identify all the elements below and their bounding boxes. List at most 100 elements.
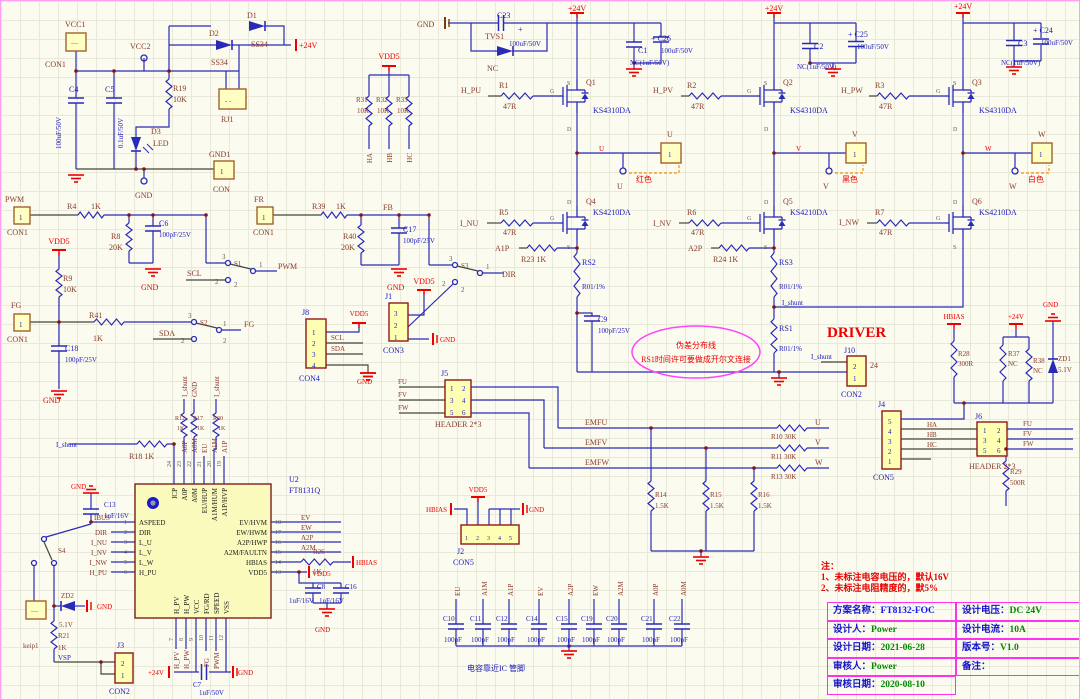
- mosfet-symbol[interactable]: [567, 206, 578, 218]
- resistor-symbol[interactable]: [211, 412, 221, 438]
- resistor-symbol[interactable]: [770, 318, 778, 354]
- resistor-symbol[interactable]: [50, 620, 58, 650]
- resistor-symbol[interactable]: [770, 252, 778, 298]
- mosfet-symbol[interactable]: [567, 101, 578, 113]
- mosfet-symbol[interactable]: [567, 228, 578, 240]
- junction-dot: [99, 660, 103, 664]
- connector-j3[interactable]: [114, 652, 134, 684]
- connector-j4[interactable]: [881, 410, 902, 470]
- port-vcc1[interactable]: [65, 32, 87, 52]
- mosfet-body-diode-icon: [967, 220, 975, 226]
- mosfet-symbol[interactable]: [953, 206, 964, 218]
- led-icon[interactable]: [131, 137, 141, 151]
- resistor-symbol[interactable]: [189, 412, 199, 438]
- resistor-symbol[interactable]: [500, 219, 534, 227]
- connector-j5[interactable]: [444, 379, 472, 418]
- connector-j10[interactable]: [846, 355, 867, 387]
- resistor-symbol[interactable]: [179, 412, 189, 438]
- mosfet-symbol[interactable]: [764, 101, 775, 113]
- pin-circle[interactable]: [140, 54, 148, 62]
- resistor-symbol[interactable]: [385, 95, 393, 127]
- resistor-symbol[interactable]: [357, 224, 365, 254]
- pin-circle[interactable]: [215, 326, 223, 334]
- pin-circle[interactable]: [190, 318, 198, 326]
- schematic-text: 47R: [879, 102, 893, 111]
- junction-dot: [699, 549, 703, 553]
- resistor-symbol[interactable]: [950, 340, 958, 378]
- resistor-symbol[interactable]: [93, 318, 125, 326]
- pin-circle[interactable]: [40, 535, 48, 543]
- resistor-symbol[interactable]: [526, 244, 558, 252]
- resistor-symbol[interactable]: [876, 92, 910, 100]
- resistor-symbol[interactable]: [750, 480, 758, 512]
- pin-circle[interactable]: [190, 335, 198, 343]
- mosfet-symbol[interactable]: [953, 228, 964, 240]
- pin-circle[interactable]: [50, 559, 58, 567]
- zener-diode-icon[interactable]: [61, 601, 75, 611]
- resistor-symbol[interactable]: [702, 480, 710, 512]
- resistor-symbol[interactable]: [647, 480, 655, 512]
- schematic-text: D: [953, 200, 958, 206]
- pin-circle[interactable]: [224, 276, 232, 284]
- port-u[interactable]: [660, 142, 682, 164]
- connector-j2[interactable]: [460, 524, 520, 545]
- pin-circle[interactable]: [451, 278, 459, 286]
- port-v[interactable]: [845, 142, 867, 164]
- connector-j1[interactable]: [388, 302, 409, 342]
- schematic-text: 1K: [93, 334, 103, 343]
- pin-circle[interactable]: [249, 267, 257, 275]
- connector-j6[interactable]: [976, 421, 1008, 457]
- port-keip1[interactable]: [25, 600, 47, 620]
- diode-icon[interactable]: [216, 40, 232, 50]
- part-rj1[interactable]: [218, 88, 247, 110]
- schematic-text: —: [70, 39, 79, 47]
- mosfet-symbol[interactable]: [764, 206, 775, 218]
- resistor-symbol[interactable]: [405, 95, 413, 127]
- pin-circle[interactable]: [140, 177, 148, 185]
- mosfet-symbol[interactable]: [764, 228, 775, 240]
- schematic-text: CON1: [7, 228, 28, 237]
- resistor-symbol[interactable]: [165, 78, 173, 110]
- resistor-symbol[interactable]: [300, 558, 334, 566]
- resistor-symbol[interactable]: [688, 92, 722, 100]
- resistor-symbol[interactable]: [365, 95, 373, 127]
- schematic-text: A2P: [688, 244, 703, 253]
- pin-circle[interactable]: [30, 559, 38, 567]
- diode-icon[interactable]: [249, 21, 265, 31]
- schematic-text: FV: [1023, 430, 1032, 438]
- resistor-symbol[interactable]: [776, 464, 808, 472]
- resistor-symbol[interactable]: [320, 210, 348, 220]
- pin-circle[interactable]: [476, 269, 484, 277]
- resistor-symbol[interactable]: [125, 222, 133, 252]
- resistor-symbol[interactable]: [718, 244, 750, 252]
- mosfet-symbol[interactable]: [953, 101, 964, 113]
- resistor-symbol[interactable]: [688, 219, 722, 227]
- resistor-symbol[interactable]: [999, 344, 1007, 382]
- resistor-symbol[interactable]: [55, 268, 63, 298]
- resistor-symbol[interactable]: [136, 440, 168, 448]
- wire: [298, 572, 341, 584]
- pin-circle[interactable]: [825, 167, 833, 175]
- pin-circle[interactable]: [619, 167, 627, 175]
- port-fr[interactable]: [256, 206, 274, 225]
- resistor-symbol[interactable]: [776, 424, 808, 432]
- resistor-symbol[interactable]: [1025, 348, 1033, 382]
- pin-circle[interactable]: [1011, 167, 1019, 175]
- resistor-symbol[interactable]: [500, 92, 534, 100]
- resistor-symbol[interactable]: [573, 252, 581, 298]
- port-pwm[interactable]: [13, 206, 31, 225]
- pin-circle[interactable]: [224, 259, 232, 267]
- diode-icon[interactable]: [497, 46, 513, 56]
- resistor-symbol[interactable]: [1002, 460, 1010, 492]
- zener-diode-icon[interactable]: [1048, 359, 1058, 373]
- schematic-text: NC: [487, 64, 498, 73]
- resistor-symbol[interactable]: [776, 444, 808, 452]
- port-w[interactable]: [1031, 142, 1053, 164]
- resistor-symbol[interactable]: [77, 210, 105, 220]
- port-gnd1[interactable]: [213, 160, 235, 180]
- resistor-symbol[interactable]: [876, 219, 910, 227]
- connector-j8[interactable]: [305, 318, 327, 369]
- port-fg[interactable]: [13, 313, 31, 332]
- pin-circle[interactable]: [451, 261, 459, 269]
- wire: [213, 437, 217, 456]
